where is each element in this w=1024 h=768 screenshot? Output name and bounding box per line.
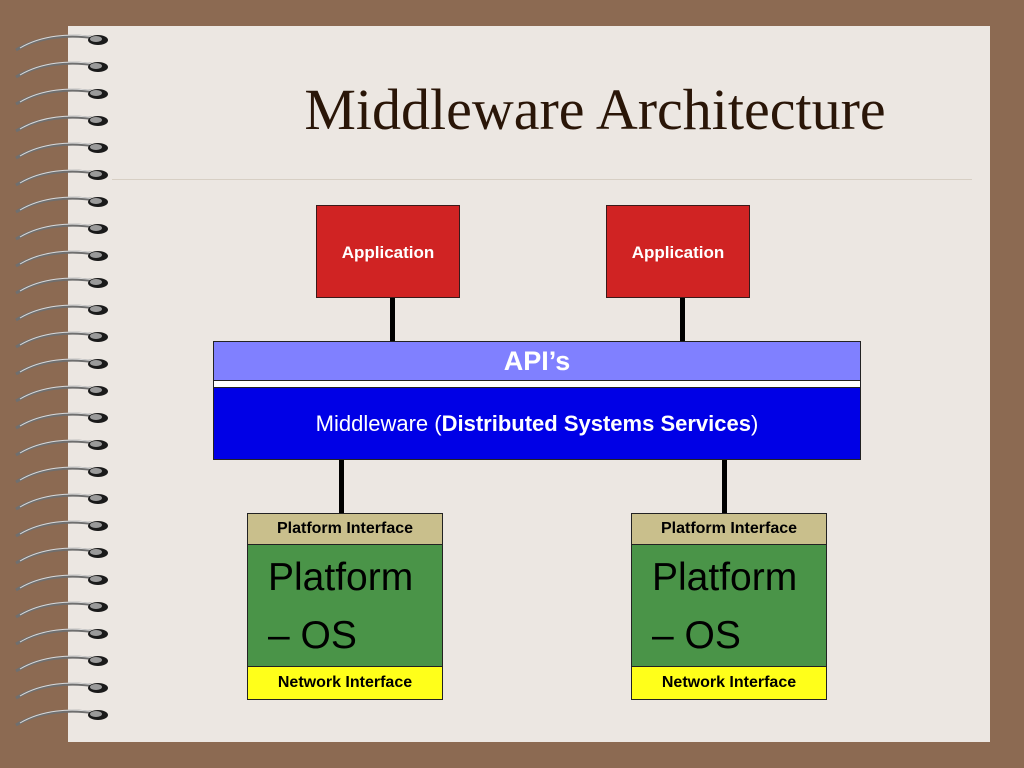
api-middleware-separator <box>213 381 861 387</box>
platform-os-right: Platform – OS <box>631 545 827 666</box>
spiral-ring <box>15 574 108 592</box>
middleware-bold: Distributed Systems Services <box>441 410 751 436</box>
spiral-ring <box>15 358 108 376</box>
spiral-ring <box>15 304 108 322</box>
api-layer: API’s <box>213 341 861 381</box>
platform-os-left: Platform – OS <box>247 545 443 666</box>
spiral-ring <box>15 628 108 646</box>
spiral-ring <box>15 88 108 106</box>
spiral-ring <box>15 466 108 484</box>
spiral-ring <box>15 169 108 187</box>
spiral-ring <box>15 223 108 241</box>
connector-platform-right <box>722 460 727 513</box>
platform-os-left-line1: Platform <box>268 556 414 599</box>
spiral-ring <box>15 250 108 268</box>
spiral-ring <box>15 115 108 133</box>
spiral-ring <box>15 385 108 403</box>
spiral-ring <box>15 142 108 160</box>
middleware-suffix: ) <box>750 410 759 436</box>
middleware-layer: Middleware (Distributed Systems Services… <box>213 387 861 460</box>
platform-os-left-line2: – OS <box>268 614 357 657</box>
spiral-ring <box>15 61 108 79</box>
spiral-ring <box>15 493 108 511</box>
title-divider <box>112 179 972 180</box>
spiral-ring <box>15 34 108 52</box>
page-title: Middleware Architecture <box>304 77 886 142</box>
spiral-ring <box>15 655 108 673</box>
spiral-ring <box>15 439 108 457</box>
application-box-right: Application <box>606 205 750 298</box>
application-box-left: Application <box>316 205 460 298</box>
spiral-binding-icon <box>15 34 108 727</box>
platform-interface-right: Platform Interface <box>631 513 827 545</box>
connector-app-left <box>390 298 395 341</box>
spiral-ring <box>15 709 108 727</box>
network-interface-left: Network Interface <box>247 666 443 700</box>
spiral-ring <box>15 682 108 700</box>
spiral-ring <box>15 277 108 295</box>
spiral-ring <box>15 547 108 565</box>
spiral-ring <box>15 520 108 538</box>
spiral-ring <box>15 331 108 349</box>
middleware-prefix: Middleware ( <box>315 410 442 436</box>
platform-interface-left: Platform Interface <box>247 513 443 545</box>
connector-app-right <box>680 298 685 341</box>
platform-os-right-line1: Platform <box>652 556 798 599</box>
spiral-ring <box>15 196 108 214</box>
platform-os-right-line2: – OS <box>652 614 741 657</box>
spiral-ring <box>15 412 108 430</box>
spiral-ring <box>15 601 108 619</box>
network-interface-right: Network Interface <box>631 666 827 700</box>
connector-platform-left <box>339 460 344 513</box>
